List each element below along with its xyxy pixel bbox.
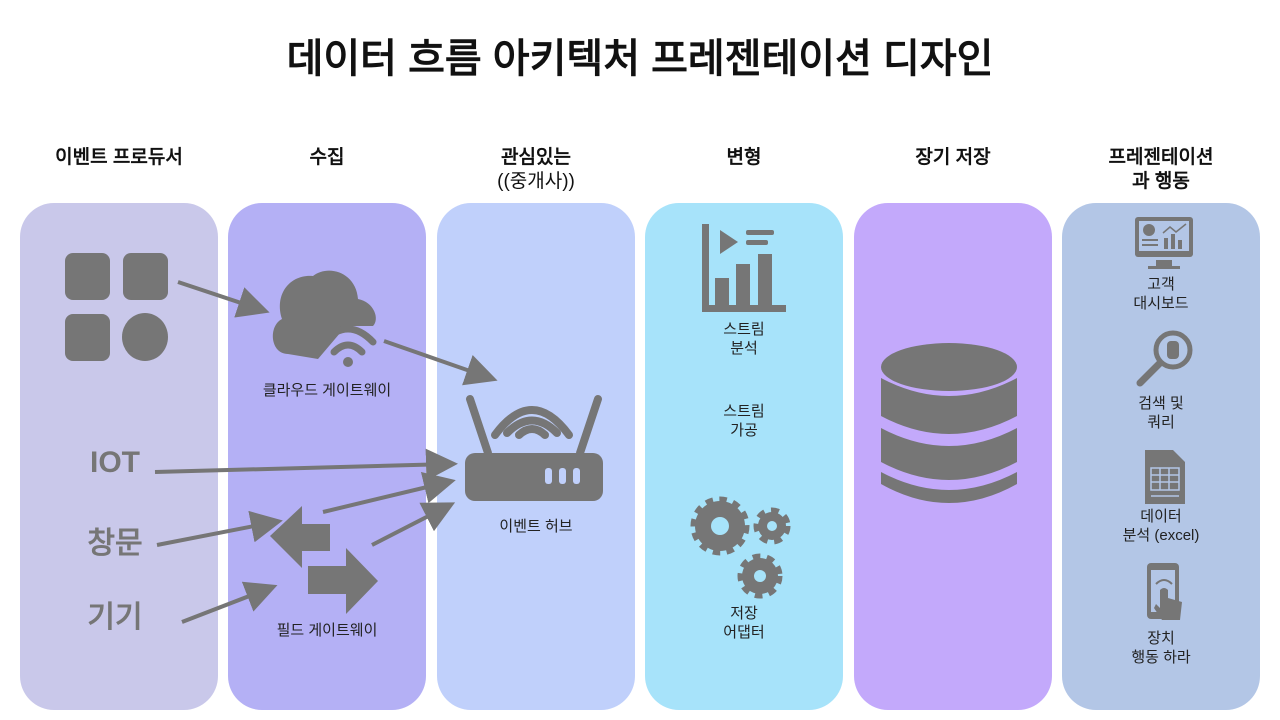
mobile-touch-icon (1147, 563, 1182, 620)
exchange-arrows-icon (270, 506, 378, 614)
gears-icon (690, 496, 791, 599)
producer-device: 기기 (87, 601, 143, 634)
search-database-icon (1136, 330, 1193, 387)
heading-presentation-line1: 프레젠테이션 (1108, 147, 1214, 168)
heading-transform: 변형 (726, 147, 762, 168)
cloud-gateway-label: 클라우드 게이트웨이 (262, 382, 392, 399)
heading-broker-main: 관심있는 (501, 147, 571, 168)
field-gateway-label: 필드 게이트웨이 (276, 622, 378, 639)
apps-icon (65, 253, 168, 361)
device-action-line2: 행동 하라 (1131, 649, 1191, 666)
page-title: 데이터 흐름 아키텍처 프레젠테이션 디자인 (286, 37, 994, 81)
data-analysis-line1: 데이터 (1140, 508, 1182, 525)
router-hub-icon (465, 395, 603, 501)
dashboard-monitor-icon (1135, 217, 1193, 269)
dashboard-line2: 대시보드 (1133, 295, 1189, 312)
producer-window: 창문 (87, 527, 143, 560)
stream-process-line1: 스트림 (723, 403, 765, 420)
stream-analysis-line1: 스트림 (723, 321, 765, 338)
device-action-line1: 장치 (1147, 630, 1175, 647)
search-line1: 검색 및 (1138, 395, 1184, 412)
stream-analysis-line2: 분석 (730, 340, 758, 357)
data-analysis-line2: 분석 (excel) (1122, 527, 1200, 544)
heading-presentation-line2: 과 행동 (1132, 171, 1190, 192)
heading-event-producers: 이벤트 프로듀서 (55, 147, 183, 168)
dashboard-line1: 고객 (1147, 276, 1175, 293)
heading-collect: 수집 (309, 147, 345, 168)
spreadsheet-document-icon (1145, 450, 1185, 504)
heading-storage: 장기 저장 (915, 147, 991, 168)
stream-analytics-icon (702, 224, 786, 312)
storage-adapter-line1: 저장 (730, 605, 758, 622)
database-icon (881, 343, 1017, 503)
producer-iot: IOT (90, 446, 140, 479)
event-hub-label: 이벤트 허브 (499, 518, 573, 535)
search-line2: 쿼리 (1147, 414, 1175, 431)
storage-adapter-line2: 어댑터 (723, 624, 765, 641)
heading-broker-sub: ((중개사)) (497, 171, 575, 192)
cloud-wifi-icon (272, 270, 377, 367)
stream-process-line2: 가공 (730, 422, 758, 439)
heading-broker: 관심있는 ((중개사)) (437, 146, 635, 194)
